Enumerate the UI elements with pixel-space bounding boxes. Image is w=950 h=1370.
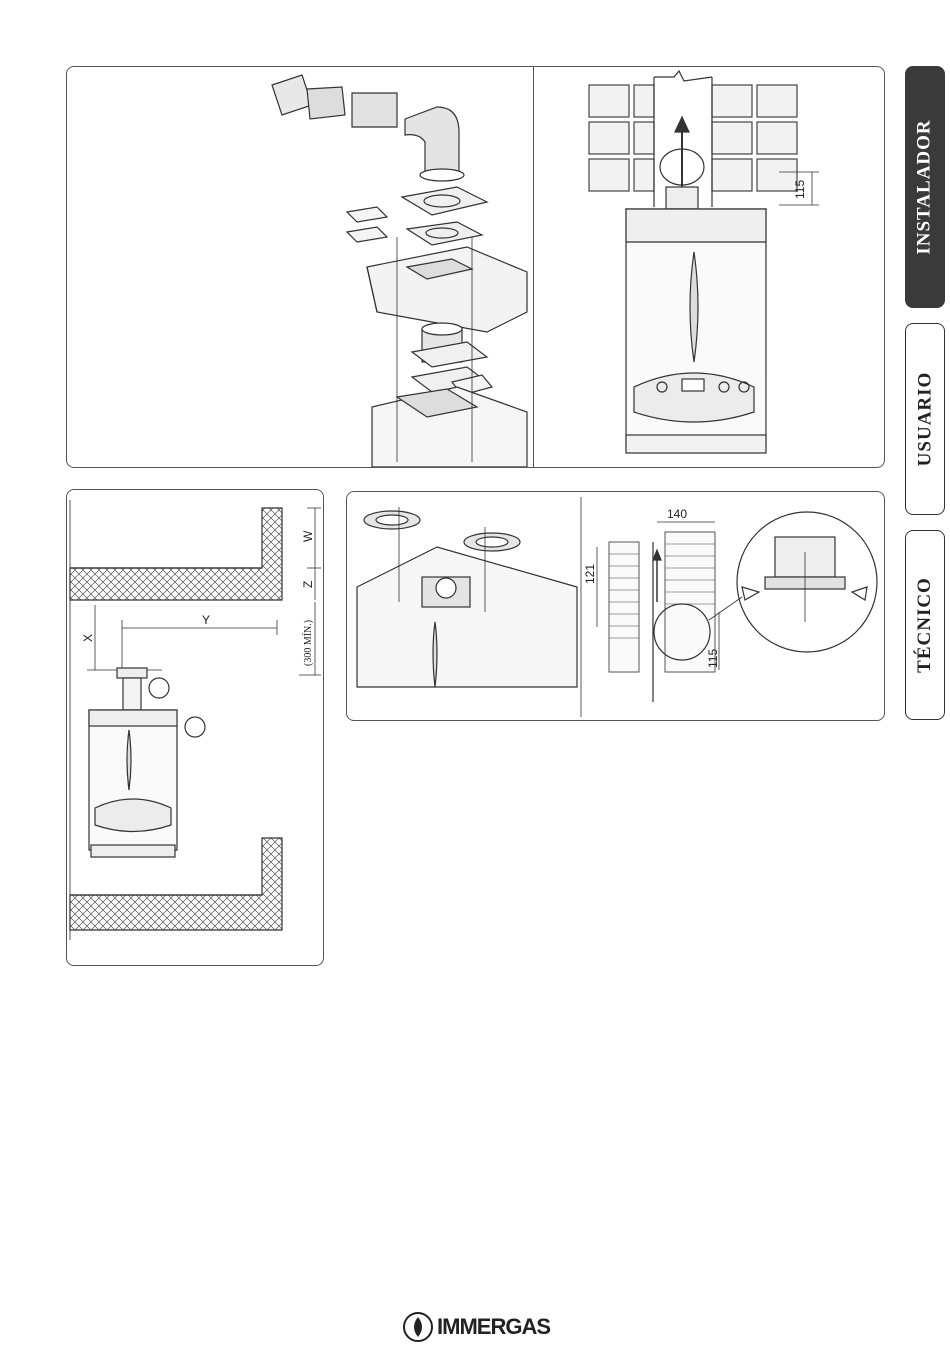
dim-label-121: 121	[583, 564, 597, 584]
clearances-drawing: W Z X Y (300 MÍN.)	[67, 490, 323, 965]
exploded-kit-drawing	[67, 67, 534, 467]
tab-usuario-label: USUARIO	[914, 372, 936, 467]
ceiling-flue-drawing: 115	[534, 67, 884, 467]
dim-label-x: X	[81, 634, 95, 642]
brand-wordmark: IMMERGAS	[437, 1314, 550, 1340]
dim-label-z: Z	[301, 581, 315, 588]
chimney-drawing: 140 121 115	[347, 492, 884, 720]
figure-panel-exploded-kit	[66, 66, 534, 468]
tab-instalador[interactable]: INSTALADOR	[905, 66, 945, 308]
dim-label-w: W	[301, 530, 315, 542]
brand-logo: IMMERGAS	[402, 1310, 550, 1344]
figure-panel-clearances: W Z X Y (300 MÍN.)	[66, 489, 324, 966]
dim-label-140: 140	[667, 507, 687, 521]
dim-label-115-top: 115	[793, 180, 807, 199]
tab-usuario[interactable]: USUARIO	[905, 323, 945, 515]
figure-panel-ceiling-flue: 115	[533, 66, 885, 468]
brand-flame-icon	[402, 1311, 433, 1343]
figure-panel-chimney: 140 121 115	[346, 491, 885, 721]
min-clearance-note: (300 MÍN.)	[302, 620, 314, 666]
dim-label-115-bottom: 115	[706, 649, 720, 668]
tab-tecnico[interactable]: TÉCNICO	[905, 530, 945, 720]
dim-label-y: Y	[202, 613, 210, 627]
tab-instalador-label: INSTALADOR	[914, 119, 936, 254]
tab-tecnico-label: TÉCNICO	[914, 577, 936, 673]
